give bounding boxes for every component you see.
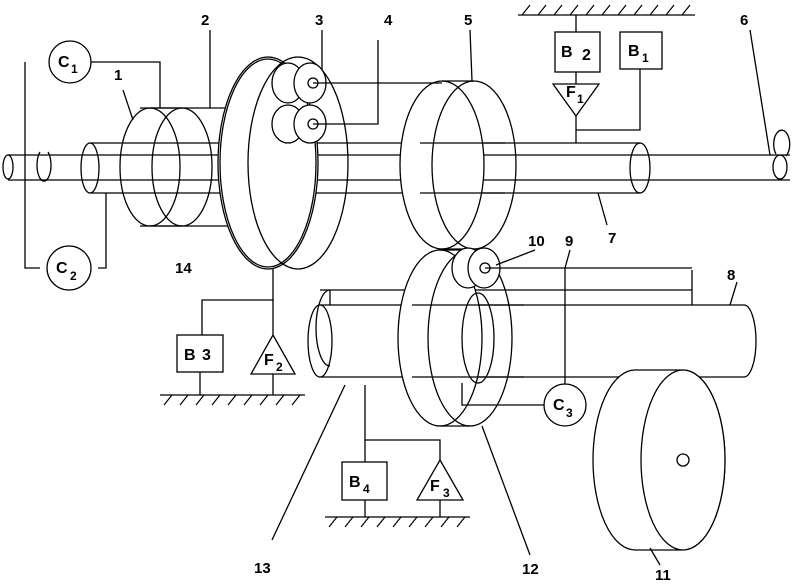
number-13: 13 [254, 560, 271, 577]
svg-text:B: B [349, 474, 361, 491]
svg-text:F: F [566, 84, 576, 101]
svg-text:3: 3 [443, 486, 450, 500]
svg-text:C: C [58, 54, 70, 71]
number-8: 8 [727, 267, 735, 284]
svg-text:3: 3 [202, 347, 211, 364]
svg-text:1: 1 [642, 51, 649, 65]
ground-left [160, 394, 305, 406]
svg-text:3: 3 [566, 406, 573, 420]
hollow-shaft [80, 142, 651, 194]
number-11: 11 [655, 567, 671, 584]
svg-text:4: 4 [363, 482, 370, 496]
number-6: 6 [740, 12, 748, 29]
number-1: 1 [114, 67, 122, 84]
svg-text:F: F [430, 478, 440, 495]
svg-text:1: 1 [577, 92, 584, 106]
svg-text:C: C [56, 260, 68, 277]
hollow-shaft-lower [307, 270, 757, 378]
number-5: 5 [464, 12, 472, 29]
number-2: 2 [201, 12, 209, 29]
number-14: 14 [175, 260, 192, 277]
svg-text:C: C [553, 397, 565, 414]
svg-text:B: B [561, 44, 573, 61]
svg-text:1: 1 [71, 62, 78, 76]
number-9: 9 [565, 233, 573, 250]
main-shaft [2, 129, 791, 182]
svg-text:2: 2 [582, 47, 591, 64]
ground-top [518, 4, 695, 16]
svg-text:2: 2 [276, 360, 283, 374]
brake-b3: B 3 [176, 334, 224, 373]
svg-text:B: B [184, 347, 196, 364]
svg-text:B: B [628, 43, 640, 60]
number-12: 12 [522, 561, 539, 578]
flywheel-11 [592, 369, 726, 551]
ground-bottom [325, 516, 470, 528]
sleeve-2 [140, 107, 230, 227]
brake-b1: B 1 [619, 31, 663, 70]
number-10: 10 [528, 233, 545, 250]
connection-lines [24, 15, 771, 566]
clutch-c2: C 2 [46, 245, 92, 291]
clutch-c1: C 1 [48, 40, 92, 84]
flywheel-f3: F 3 [415, 458, 465, 501]
svg-text:F: F [264, 352, 274, 369]
brake-b4: B 4 [341, 461, 388, 501]
flywheel-f2: F 2 [249, 333, 297, 375]
svg-text:2: 2 [70, 269, 77, 283]
planet-rollers [271, 62, 327, 144]
flywheel-f1: F 1 [551, 83, 601, 118]
gear-5 [399, 80, 517, 250]
number-4: 4 [384, 12, 393, 29]
ring-1 [119, 107, 213, 227]
part-numbers: 1 2 3 4 5 6 7 8 9 10 11 12 13 14 [114, 12, 748, 584]
roller-10 [451, 247, 501, 289]
shaft-7-over-gear5 [420, 142, 505, 194]
clutch-c3: C 3 [543, 383, 587, 427]
number-7: 7 [608, 230, 616, 247]
brake-b2: B 2 [554, 31, 601, 73]
number-3: 3 [315, 12, 323, 29]
